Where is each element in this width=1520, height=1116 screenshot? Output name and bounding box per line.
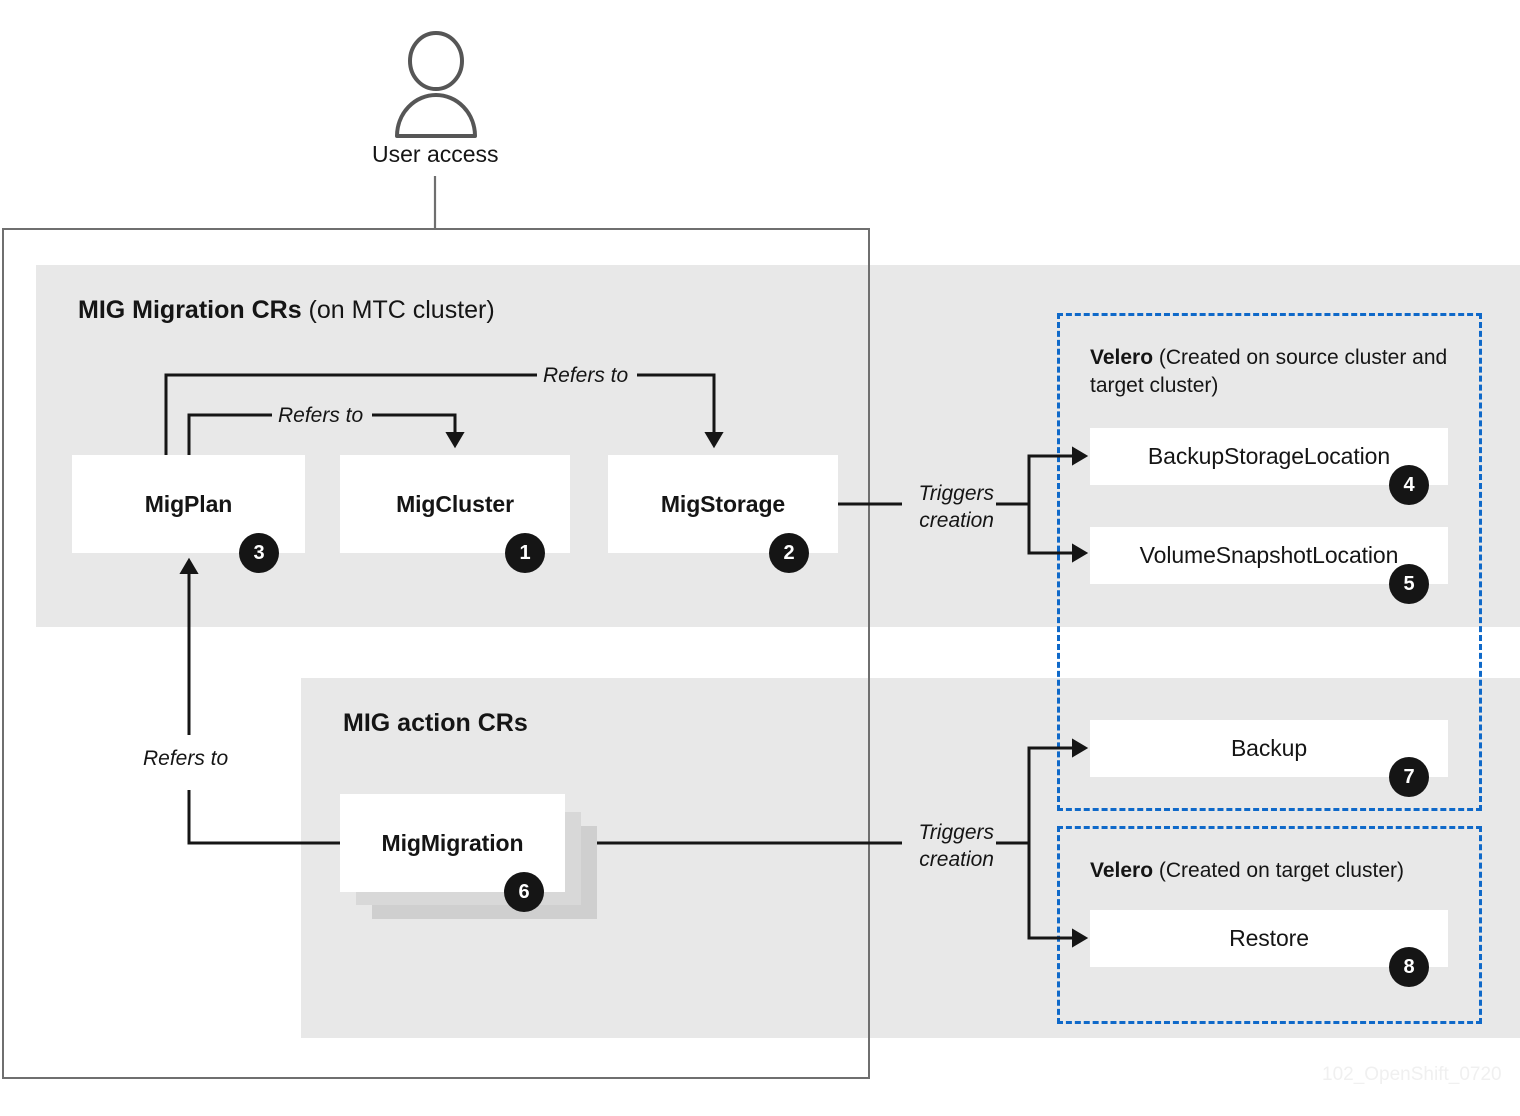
- mig-migration-crs-title: MIG Migration CRs (on MTC cluster): [78, 296, 495, 325]
- node-migcluster-badge: 1: [505, 533, 545, 573]
- mig-action-crs-title-bold: MIG action CRs: [343, 709, 528, 737]
- edge-label-plan-to-storage: Refers to: [543, 364, 629, 387]
- node-migstorage-label: MigStorage: [660, 490, 786, 517]
- node-migstorage-badge: 2: [769, 533, 809, 573]
- edge-label-migration-triggers: Triggers creation: [918, 821, 994, 871]
- node-volumesnapshotlocation-badge: 5: [1389, 564, 1429, 604]
- node-migmigration-label: MigMigration: [381, 829, 524, 856]
- node-migcluster-label: MigCluster: [396, 490, 514, 517]
- node-migmigration-badge: 6: [504, 872, 544, 912]
- node-backup[interactable]: Backup: [1090, 720, 1448, 777]
- user-icon: [395, 31, 477, 138]
- mtc-cluster-frame: [2, 228, 870, 1079]
- node-migplan-label: MigPlan: [144, 490, 233, 517]
- node-volumesnapshotlocation-label: VolumeSnapshotLocation: [1139, 542, 1399, 568]
- edge-label-storage-triggers: Triggers creation: [918, 482, 994, 532]
- node-backup-badge: 7: [1389, 757, 1429, 797]
- velero-source-target-frame: [1057, 313, 1482, 811]
- velero-source-target-title: Velero (Created on source cluster and ta…: [1090, 344, 1490, 399]
- node-backup-label: Backup: [1230, 735, 1308, 761]
- node-restore-badge: 8: [1389, 947, 1429, 987]
- mig-action-crs-title: MIG action CRs: [343, 709, 528, 738]
- node-backupstoragelocation[interactable]: BackupStorageLocation: [1090, 428, 1448, 485]
- node-migplan-badge: 3: [239, 533, 279, 573]
- velero-target-title-rest: (Created on target cluster): [1153, 859, 1404, 882]
- edge-label-plan-to-cluster: Refers to: [278, 404, 364, 427]
- node-restore-label: Restore: [1229, 925, 1309, 951]
- watermark-label: 102_OpenShift_0720: [1322, 1064, 1502, 1085]
- node-volumesnapshotlocation[interactable]: VolumeSnapshotLocation: [1090, 527, 1448, 584]
- user-access-label: User access: [372, 141, 499, 167]
- velero-target-title: Velero (Created on target cluster): [1090, 857, 1490, 885]
- mig-migration-crs-title-rest: (on MTC cluster): [301, 296, 495, 324]
- node-backupstoragelocation-label: BackupStorageLocation: [1147, 443, 1391, 469]
- node-restore[interactable]: Restore: [1090, 910, 1448, 967]
- velero-source-target-title-rest: (Created on source cluster and target cl…: [1090, 346, 1448, 397]
- velero-target-title-bold: Velero: [1090, 859, 1154, 882]
- node-backupstoragelocation-badge: 4: [1389, 465, 1429, 505]
- velero-source-target-title-bold: Velero: [1090, 346, 1154, 369]
- mig-migration-crs-title-bold: MIG Migration CRs: [78, 296, 302, 324]
- node-migplan[interactable]: MigPlan: [72, 455, 305, 553]
- edge-label-migration-to-plan: Refers to: [143, 747, 229, 770]
